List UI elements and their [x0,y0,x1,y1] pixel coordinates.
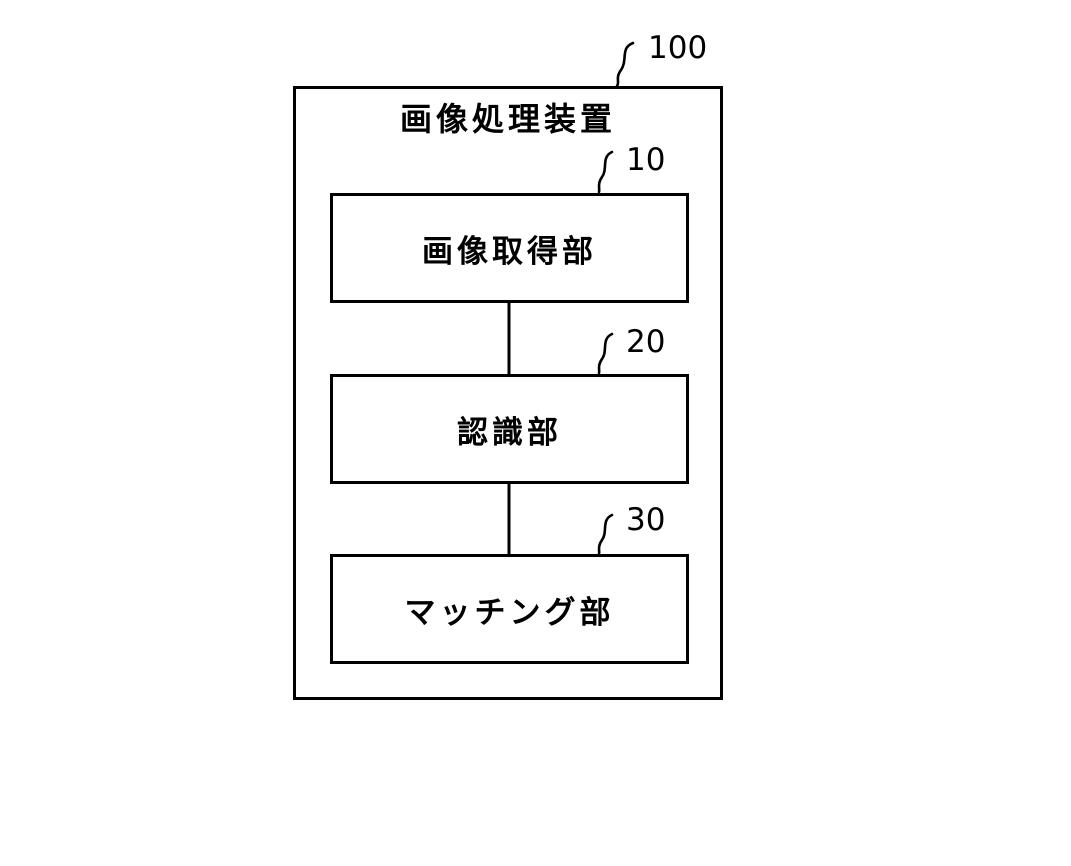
block-recognition-unit: 認識部 [330,374,689,484]
block-label-image-acquisition: 画像取得部 [422,233,597,270]
block-matching-unit: マッチング部 [330,554,689,664]
block-label-recognition: 認識部 [457,414,562,451]
ref-label-10: 10 [626,142,666,178]
leader-line-100 [615,41,635,88]
outer-box-title: 画像処理装置 [399,100,616,138]
ref-label-100: 100 [648,30,708,66]
block-image-acquisition-unit: 画像取得部 [330,193,689,303]
block-label-matching: マッチング部 [404,594,615,631]
ref-label-20: 20 [626,324,666,360]
ref-label-30: 30 [626,502,666,538]
outer-box: 画像処理装置 [293,86,723,700]
